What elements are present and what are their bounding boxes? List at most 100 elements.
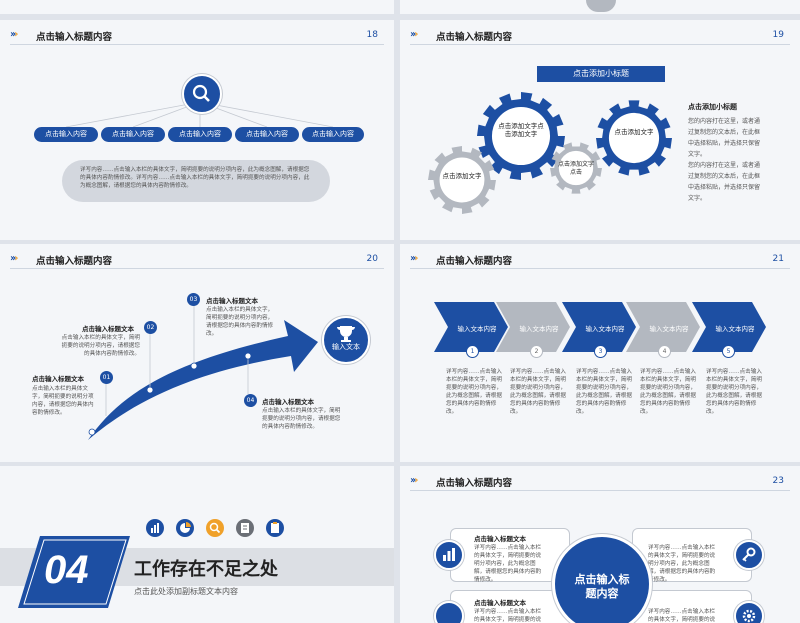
step-label-1: 输入文本内容: [457, 325, 497, 333]
item-text-03: 点击输入本栏的具体文字，简明扼要的说明分项内容，请根据您的具体内容酌情修改。: [206, 307, 274, 337]
process-chevrons: [434, 302, 766, 352]
step-num-4: 4: [658, 345, 671, 358]
key-icon: [734, 540, 764, 570]
step-badge-02: 02: [144, 321, 157, 334]
tree-lines: [65, 101, 334, 128]
gear-text-3: 点击添加文字点击: [558, 161, 595, 176]
slide-title: 点击输入标题内容: [436, 256, 513, 267]
search-icon: [206, 519, 224, 537]
flow-icon: [434, 601, 464, 623]
growth-arrow: [88, 302, 318, 440]
side-text-2: 您的内容打在这里，或者通过复制您的文本后，在此框中选择粘贴，并选择只保留文字。: [688, 162, 761, 202]
gear-icon: [734, 601, 764, 623]
step-num-5: 5: [722, 345, 735, 358]
gear-text-4: 点击添加文字: [614, 128, 654, 136]
gear-text-1: 点击添加文字点击添加文字: [498, 122, 544, 138]
bar-chart-icon: [434, 540, 464, 570]
tree-node-5[interactable]: 点击输入内容: [302, 127, 364, 142]
gear-text-2: 点击添加文字: [442, 172, 482, 180]
trophy-badge: 输入文本: [322, 316, 370, 364]
prev-slide-left: [0, 0, 394, 14]
info-box-1: [450, 528, 570, 582]
gear-right: [596, 100, 672, 176]
slide-19[interactable]: ››› 点击输入标题内容 19 点击添加小标题 点击添加文字点击添加文字 点击添…: [400, 20, 800, 240]
item-title-02: 点击输入标题文本: [82, 325, 134, 333]
section-number: 04: [44, 548, 89, 592]
step-text-3: 详写内容……点击输入本栏的具体文字，简明扼要的说明分项内容，此为概念图解，请根据…: [576, 369, 632, 415]
center-circle: 点击输入标题内容: [552, 534, 652, 623]
step-label-2: 输入文本内容: [519, 325, 559, 333]
description-text: 详写内容……点击输入本栏的具体文字，简明扼要的说明分项内容，此为概念图解，请根据…: [80, 167, 310, 189]
slide-header: ››› 点击输入标题内容 23: [410, 474, 790, 491]
search-icon: [182, 74, 222, 114]
slide-number: 23: [772, 476, 784, 486]
item-text-04: 点击输入本栏的具体文字，简明扼要的说明分项内容，请根据您的具体内容酌情修改。: [262, 408, 341, 430]
tree-node-1[interactable]: 点击输入内容: [34, 127, 98, 142]
slide-title: 点击输入标题内容: [436, 32, 513, 43]
bar-chart-icon: [146, 519, 164, 537]
prev-slide-fragment: [586, 0, 616, 12]
slide-number: 18: [366, 30, 378, 40]
info-box-2: [632, 528, 752, 582]
box-text-1: 详写内容……点击输入本栏的具体文字，简明扼要的说明分项内容，此为概念图解，请根据…: [474, 545, 542, 583]
box-title-3: 点击输入标题文本: [474, 599, 526, 607]
description-box: 详写内容……点击输入本栏的具体文字，简明扼要的说明分项内容，此为概念图解，请根据…: [62, 160, 330, 202]
section-slide-04[interactable]: 04 工作存在不足之处 点击此处添加副标题文本内容: [0, 466, 394, 623]
clipboard-icon: [266, 519, 284, 537]
chevrons-icon: ›››: [410, 475, 419, 486]
book-icon: [236, 519, 254, 537]
step-badge-01: 01: [100, 371, 113, 384]
slide-18[interactable]: ››› 点击输入标题内容 18 点击输入内容 点击输入内容 点击输入内容 点击输…: [0, 20, 394, 240]
step-label-4: 输入文本内容: [649, 325, 689, 333]
tree-node-2[interactable]: 点击输入内容: [101, 127, 165, 142]
box-text-2: 详写内容……点击输入本栏的具体文字，简明扼要的说明分项内容，此为概念图解，请根据…: [648, 545, 716, 583]
section-subtitle: 点击此处添加副标题文本内容: [134, 587, 238, 596]
slide-number: 21: [772, 254, 784, 264]
slide-title: 点击输入标题内容: [36, 256, 113, 267]
prev-slide-right: [400, 0, 800, 14]
slide-number: 19: [772, 30, 784, 40]
step-badge-03: 03: [187, 293, 200, 306]
slide-title: 点击输入标题内容: [436, 478, 513, 489]
step-text-2: 详写内容……点击输入本栏的具体文字，简明扼要的说明分项内容，此为概念图解，请根据…: [510, 369, 566, 415]
slide-header: ››› 点击输入标题内容 18: [10, 28, 384, 45]
slide-20[interactable]: ››› 点击输入标题内容 20 输入文本 01 点击输入标题文本 点击输入本栏的…: [0, 244, 394, 462]
step-badge-04: 04: [244, 394, 257, 407]
slide-title: 点击输入标题内容: [36, 32, 113, 43]
tree-node-4[interactable]: 点击输入内容: [235, 127, 299, 142]
gear-left: [428, 146, 496, 214]
box-text-3: 详写内容……点击输入本栏的具体文字，简明扼要的说明分项内容，此为概念图解，请根据…: [474, 609, 542, 623]
slide-21[interactable]: ››› 点击输入标题内容 21 输入文本内容 输入文本内容 输入文本内容 输入文…: [400, 244, 800, 462]
item-title-04: 点击输入标题文本: [262, 398, 314, 406]
box-text-4: 详写内容……点击输入本栏的具体文字，简明扼要的说明分项内容，此为概念图解，请根据…: [648, 609, 716, 623]
step-num-1: 1: [466, 345, 479, 358]
trophy-icon: [337, 326, 355, 342]
item-text-02: 点击输入本栏的具体文字，简明扼要的说明分项内容，请根据您的具体内容酌情修改。: [61, 335, 140, 357]
gear-small: [550, 142, 602, 194]
slide-header: ››› 点击输入标题内容 21: [410, 252, 790, 269]
item-title-01: 点击输入标题文本: [32, 375, 84, 383]
arrow-label: 输入文本: [332, 343, 360, 351]
info-box-4: [632, 590, 752, 623]
step-label-3: 输入文本内容: [585, 325, 625, 333]
slide-header: ››› 点击输入标题内容 19: [410, 28, 790, 45]
icon-row: [146, 519, 286, 539]
item-text-01: 点击输入本栏的具体文字，简明扼要的说明分项内容，请根据您的具体内容酌情修改。: [32, 386, 94, 416]
step-text-5: 详写内容……点击输入本栏的具体文字，简明扼要的说明分项内容，此为概念图解，请根据…: [706, 369, 762, 415]
gears-diagram: [428, 92, 672, 214]
step-label-5: 输入文本内容: [715, 325, 755, 333]
section-title: 工作存在不足之处: [134, 559, 278, 580]
center-title: 点击输入标题内容: [574, 573, 630, 600]
tree-node-3[interactable]: 点击输入内容: [168, 127, 232, 142]
step-text-4: 详写内容……点击输入本栏的具体文字，简明扼要的说明分项内容，此为概念图解，请根据…: [640, 369, 696, 415]
slide-23[interactable]: ››› 点击输入标题内容 23 点击输入标题文本 详写内容……点击输入本栏的具体…: [400, 466, 800, 623]
item-title-03: 点击输入标题文本: [206, 297, 258, 305]
slide-number: 20: [366, 254, 378, 264]
info-box-3: [450, 590, 570, 623]
side-text-1: 您的内容打在这里，或者通过复制您的文本后，在此框中选择粘贴，并选择只保留文字。: [688, 118, 761, 158]
slide-header: ››› 点击输入标题内容 20: [10, 252, 384, 269]
step-num-3: 3: [594, 345, 607, 358]
side-title: 点击添加小标题: [688, 103, 737, 111]
step-text-1: 详写内容……点击输入本栏的具体文字，简明扼要的说明分项内容，此为概念图解，请根据…: [446, 369, 502, 415]
section-number-shape: [18, 536, 130, 608]
